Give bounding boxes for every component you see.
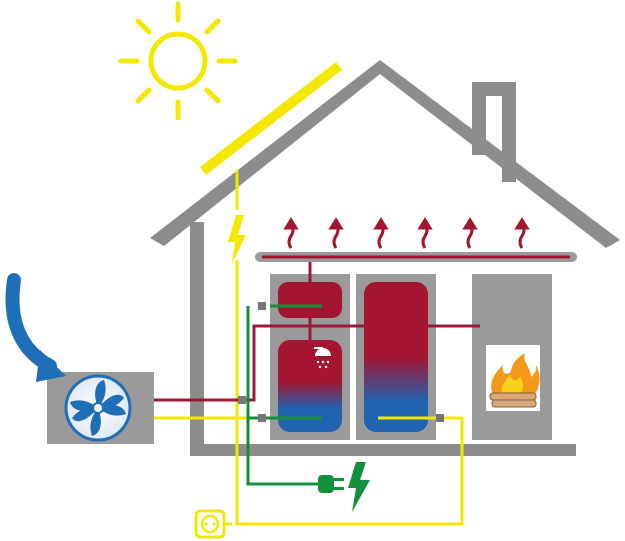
fan-icon (64, 374, 132, 442)
hot-water-tank (278, 340, 342, 432)
shower-icon (314, 347, 331, 369)
pipe-connectors (238, 302, 444, 422)
chimney (472, 82, 516, 182)
logs (489, 392, 537, 408)
fire-icon (489, 353, 540, 408)
heating-pipe-with-radiant-arrows (255, 217, 577, 262)
lightning-icon-green (348, 462, 370, 512)
solar-panel (200, 62, 342, 175)
ground-line (246, 304, 322, 486)
supply-line (150, 262, 480, 402)
lightning-icon (228, 215, 246, 264)
wall-socket-icon (194, 509, 226, 539)
power-plug-icon (318, 475, 344, 493)
sun-icon (118, 1, 238, 121)
house-outline (150, 60, 620, 456)
solar-electric-line (150, 170, 464, 526)
stratified-storage-tank (364, 282, 428, 432)
buffer-tank-small (278, 282, 342, 318)
wind-arrow (5, 273, 66, 382)
